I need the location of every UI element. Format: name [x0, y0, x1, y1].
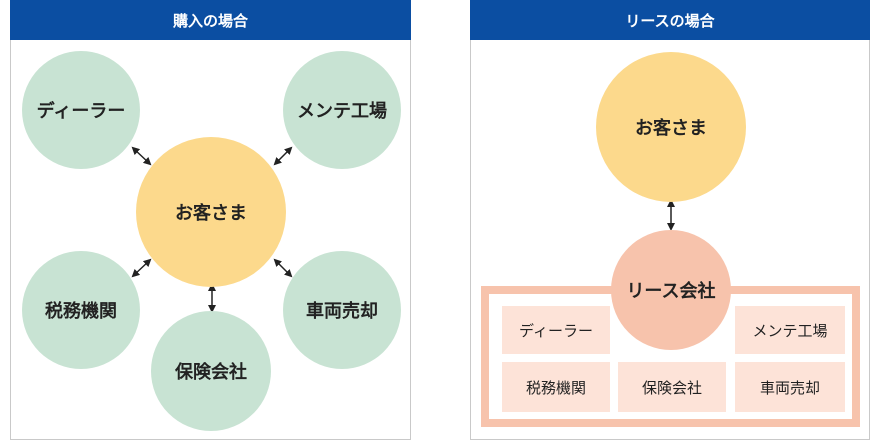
arrow-customer-dealer — [131, 146, 152, 166]
customer-node: お客さま — [136, 137, 286, 287]
lease-header: リースの場合 — [470, 0, 870, 40]
lease-box-insurance: 保険会社 — [618, 362, 726, 412]
vehicle-sale-node: 車両売却 — [283, 251, 401, 369]
dealer-node: ディーラー — [22, 51, 140, 169]
lease-company-node: リース会社 — [611, 230, 731, 350]
insurance-node: 保険会社 — [151, 311, 271, 431]
maintenance-node: メンテ工場 — [283, 51, 401, 169]
arrow-customer-maintenance — [273, 146, 293, 166]
arrow-customer-tax — [131, 258, 152, 278]
lease-box-tax: 税務機関 — [502, 362, 610, 412]
purchase-header: 購入の場合 — [10, 0, 411, 40]
lease-customer-node: お客さま — [596, 52, 746, 202]
arrow-customer-vehicle-sale — [273, 258, 293, 278]
lease-box-vehicle-sale: 車両売却 — [735, 362, 845, 412]
lease-box-maintenance: メンテ工場 — [735, 306, 845, 354]
tax-node: 税務機関 — [22, 251, 140, 369]
lease-box-dealer: ディーラー — [502, 306, 610, 354]
